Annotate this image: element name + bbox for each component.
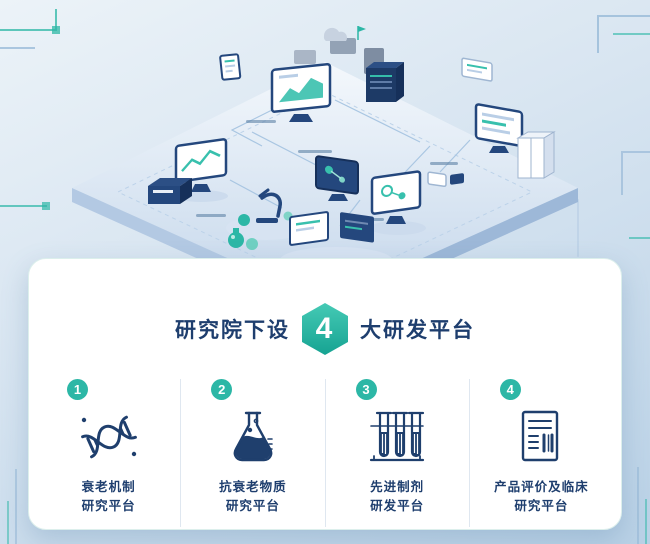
platform-label-line1: 先进制剂 — [370, 480, 425, 494]
device-center-monitor — [315, 155, 359, 201]
platform-item-aging-mechanism: 1 衰老机制 研究平台 — [37, 379, 182, 527]
platform-count-hexagon: 4 — [302, 303, 348, 355]
device-right-monitor — [474, 103, 524, 153]
platform-label-line2: 研发平台 — [370, 499, 425, 514]
circuit-lines-decoration — [0, 9, 650, 544]
platform-item-product-evaluation: 4 产品评价及临床 研究平台 — [470, 379, 613, 527]
platform-label: 衰老机制 研究平台 — [82, 478, 136, 517]
platform-number-badge: 3 — [355, 379, 377, 400]
device-printer — [148, 178, 192, 204]
device-small-modules — [427, 171, 464, 188]
dna-icon — [77, 406, 141, 468]
platform-item-advanced-formulation: 3 — [326, 379, 470, 527]
test-tubes-icon — [366, 406, 428, 468]
platform-label-line1: 衰老机制 — [81, 480, 136, 494]
platform-label-line1: 抗衰老物质 — [219, 480, 287, 494]
device-server-box — [366, 62, 404, 102]
document-report-icon — [511, 406, 571, 468]
device-info-panel — [461, 57, 493, 82]
platform-label: 先进制剂 研发平台 — [370, 478, 424, 517]
platform-number-badge: 1 — [67, 379, 88, 400]
platform-label-line2: 研究平台 — [225, 499, 280, 514]
device-flask-set — [228, 228, 258, 250]
platform-label: 抗衰老物质 研究平台 — [219, 478, 287, 517]
device-molecule-monitor — [370, 170, 426, 235]
flask-icon — [223, 406, 283, 468]
platform-label-line1: 产品评价及临床 — [494, 480, 589, 494]
card-title: 研究院下设 4 大研发平台 — [29, 303, 621, 355]
platform-number-badge: 4 — [499, 379, 521, 400]
device-server-cabinet — [516, 131, 556, 179]
platform-label: 产品评价及临床 研究平台 — [494, 478, 589, 517]
platform-count: 4 — [315, 312, 335, 345]
title-prefix: 研究院下设 — [175, 319, 290, 342]
device-clipboard — [219, 53, 242, 81]
platform-columns: 1 衰老机制 研究平台 — [29, 379, 621, 527]
platforms-card: 研究院下设 4 大研发平台 1 — [28, 258, 622, 530]
device-microscope-bench — [226, 188, 306, 240]
platform-item-anti-aging-substance: 2 抗衰老物质 研究平台 — [181, 379, 326, 527]
platform-label-line2: 研究平台 — [81, 499, 136, 514]
platform-label-line2: 研究平台 — [514, 499, 569, 514]
platform-number-badge: 2 — [211, 379, 233, 400]
title-suffix: 大研发平台 — [360, 319, 475, 342]
device-chart-monitor — [270, 62, 332, 122]
